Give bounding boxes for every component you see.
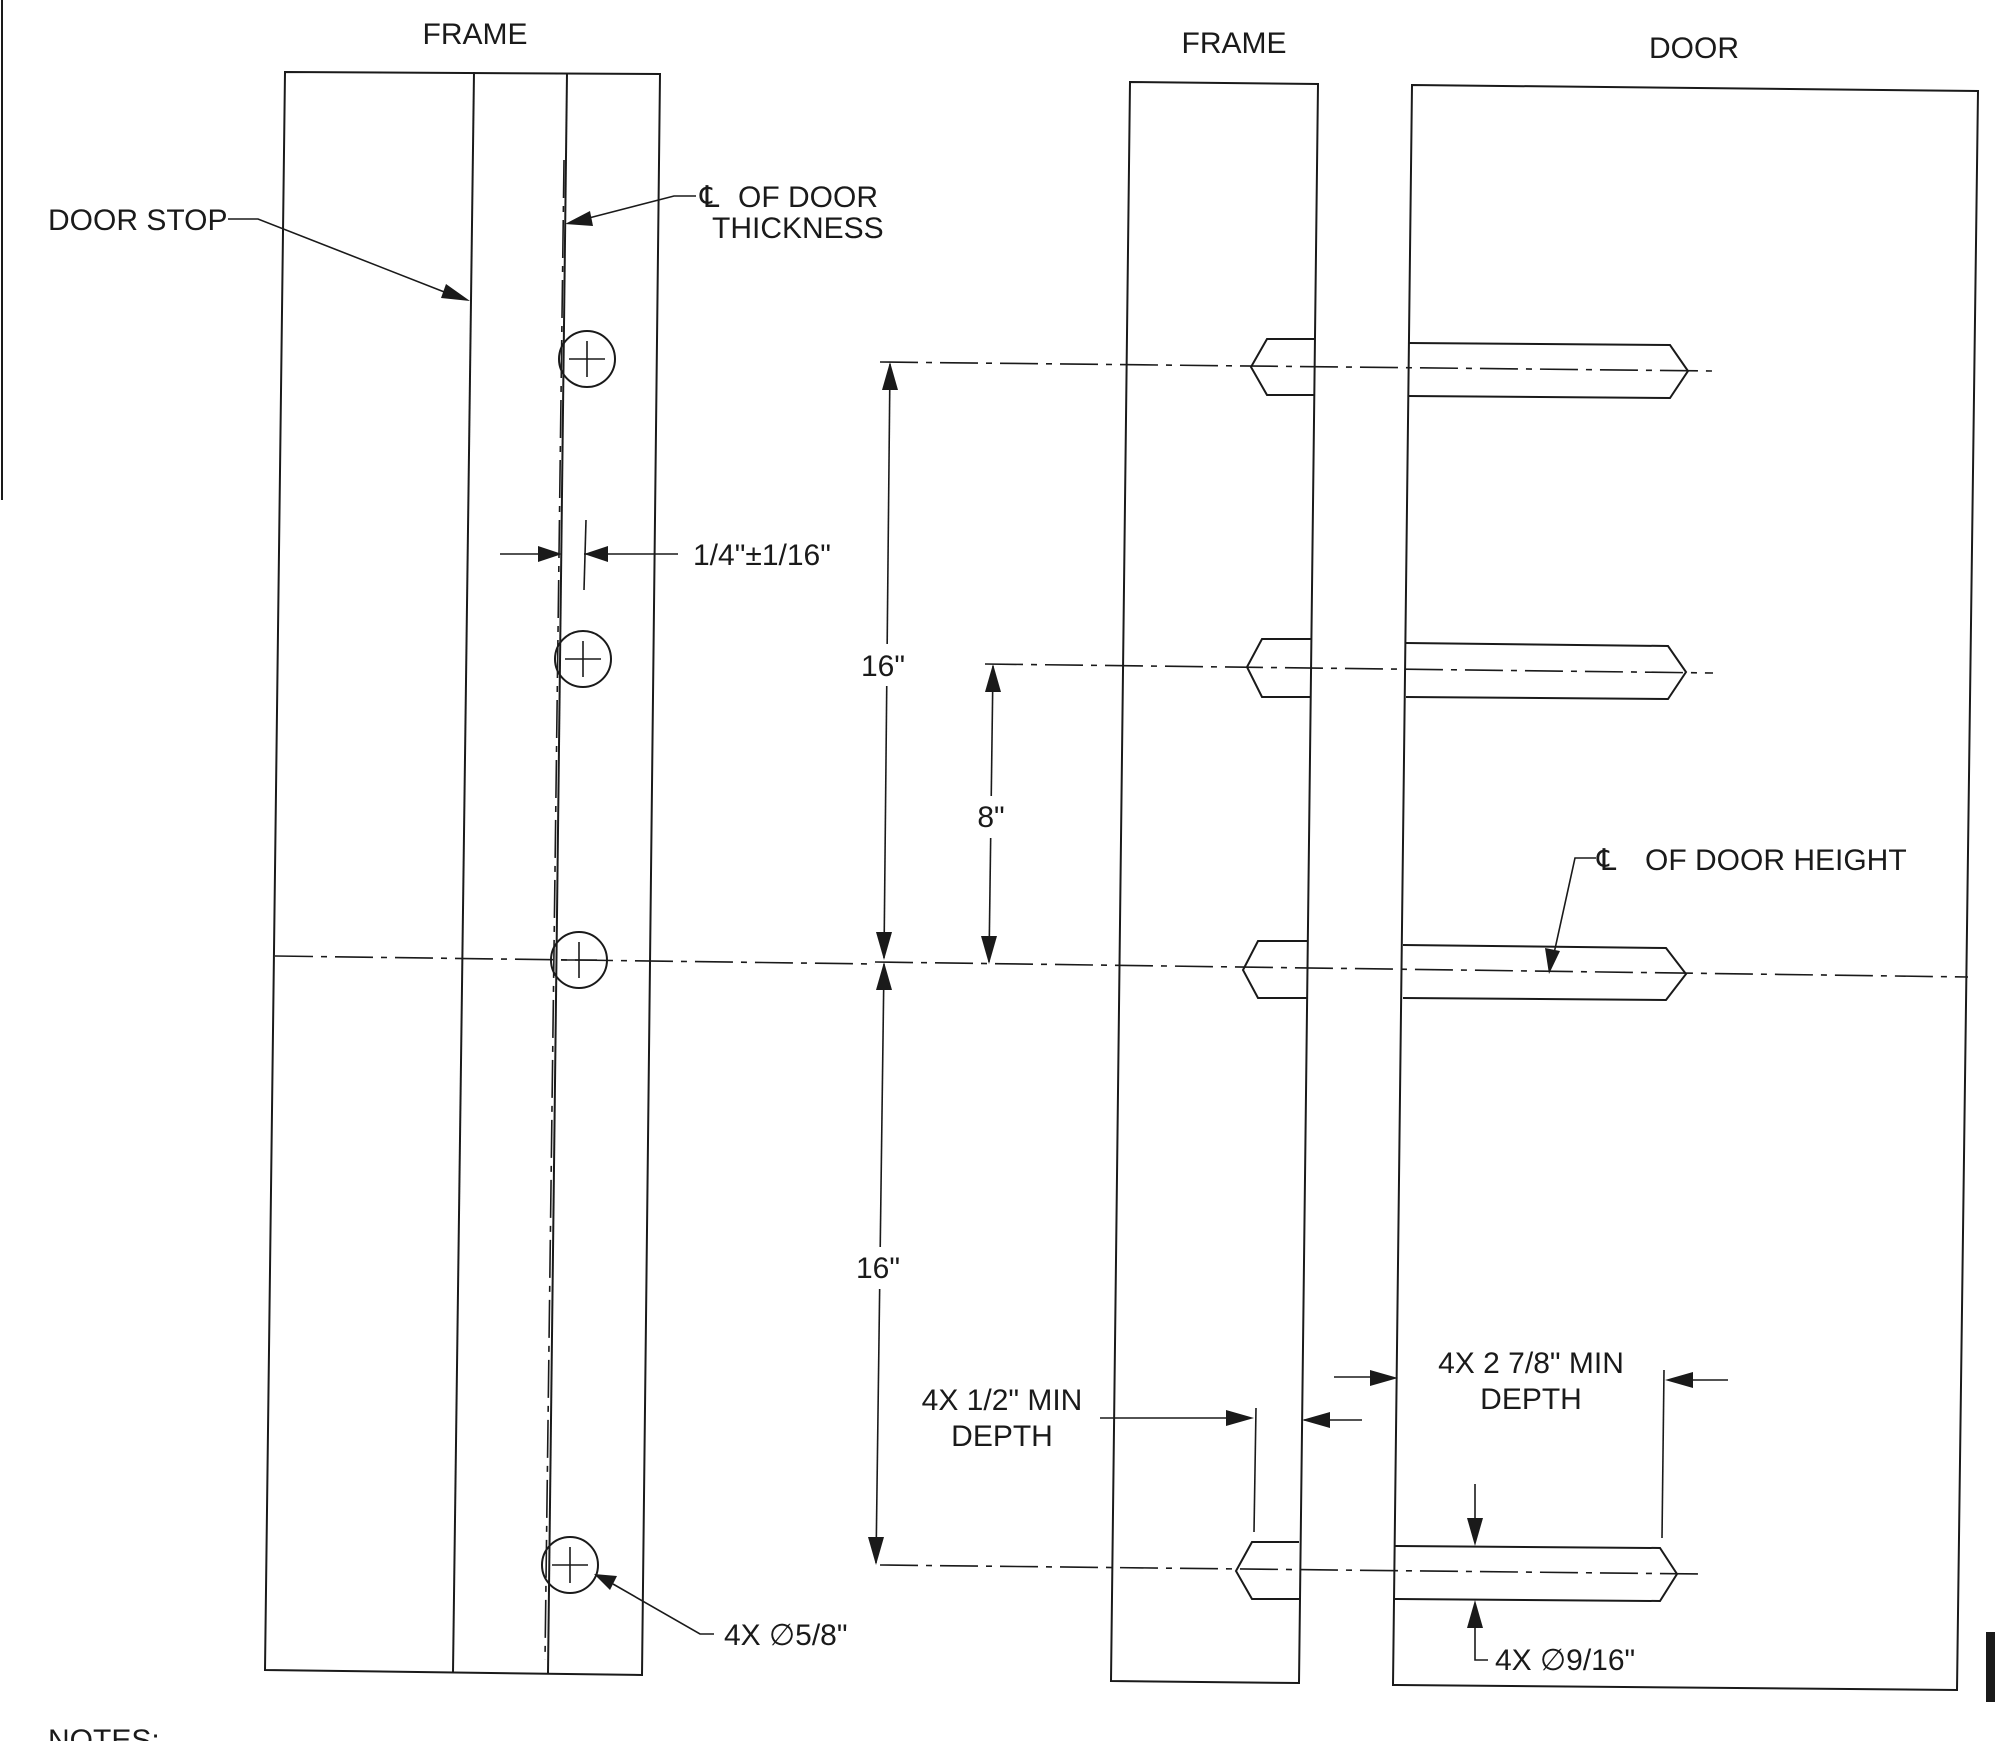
offset-dimension-text: 1/4"±1/16" xyxy=(693,539,831,572)
left-frame-title: FRAME xyxy=(423,18,528,51)
right-frame-door-view: FRAME DOOR xyxy=(848,27,1980,1692)
frame-hole-3 xyxy=(550,931,608,989)
page-border-right-mark xyxy=(1986,1632,1995,1702)
door-dia-lower-arrow xyxy=(1467,1600,1483,1628)
dim-8-arrow-bottom xyxy=(981,936,997,964)
door-stop-label: DOOR STOP xyxy=(48,204,227,237)
door-height-leader xyxy=(1552,857,1596,959)
frame-depth-line1: 4X 1/2" MIN xyxy=(922,1384,1083,1417)
door-outline xyxy=(1391,83,1980,1692)
cl-symbol: ℄ xyxy=(699,181,719,214)
frame-rear-line xyxy=(547,72,568,1674)
dim-8-gap xyxy=(965,796,1017,838)
door-height-arrowhead xyxy=(1545,948,1560,974)
door-depth-line1: 4X 2 7/8" MIN xyxy=(1438,1347,1624,1380)
cl-door-height-text: OF DOOR HEIGHT xyxy=(1645,844,1907,877)
door-thickness-leader xyxy=(584,195,696,220)
hole-centerline-2 xyxy=(984,663,1714,674)
hole-centerline-1 xyxy=(879,361,1714,372)
dim-lower-16-text: 16" xyxy=(856,1252,900,1285)
door-bore-3 xyxy=(1402,944,1688,1002)
door-hole-callout-text: 4X ∅9/16" xyxy=(1495,1644,1635,1677)
dim-lower-16-arrow-bottom xyxy=(868,1537,884,1565)
cl-door-thickness-line2: THICKNESS xyxy=(712,212,884,245)
door-stop-line xyxy=(452,71,475,1673)
dim-lower-16-arrow-top xyxy=(876,962,892,990)
right-frame-outline xyxy=(1109,80,1320,1685)
dim-8-text: 8" xyxy=(977,801,1004,834)
dim-lower-16-gap xyxy=(848,1247,908,1289)
hole-callout-leader xyxy=(612,1583,714,1635)
door-depth-extension xyxy=(1661,1369,1665,1539)
left-frame-view: FRAME DOO xyxy=(48,18,884,1677)
frame-bore-3 xyxy=(1241,940,1308,999)
door-stop-arrowhead xyxy=(441,284,470,301)
frame-hole-4 xyxy=(541,1536,599,1594)
frame-depth-extension xyxy=(1253,1407,1257,1533)
frame-depth-arrow-left xyxy=(1226,1410,1254,1426)
hole-centerline-4 xyxy=(879,1564,1701,1575)
hole-callout-arrowhead xyxy=(594,1574,617,1590)
door-thickness-centerline xyxy=(544,159,565,1661)
door-depth-arrow-right xyxy=(1665,1372,1693,1388)
door-thickness-cl-label: ℄ OF DOOR THICKNESS xyxy=(699,181,884,245)
dim-8-arrow-top xyxy=(985,664,1001,692)
offset-dim-left-arrow xyxy=(538,546,562,562)
dim-upper-16-arrow-bottom xyxy=(876,932,892,960)
notes-label: NOTES: xyxy=(48,1724,160,1741)
frame-depth-arrow-right xyxy=(1302,1412,1330,1428)
hole-centerline-3 xyxy=(874,961,1969,978)
offset-dim-right-arrow xyxy=(584,546,608,562)
frame-depth-line2: DEPTH xyxy=(951,1420,1053,1453)
cl-door-thickness-line1: OF DOOR xyxy=(738,181,878,214)
door-dia-upper-arrow xyxy=(1467,1518,1483,1546)
door-dia-lower-leader xyxy=(1474,1626,1488,1661)
dim-upper-16-arrow-top xyxy=(882,362,898,390)
door-stop-leader xyxy=(228,218,453,296)
door-depth-arrow-left xyxy=(1370,1370,1398,1386)
frame-hole-1 xyxy=(558,330,616,388)
frame-bore-4 xyxy=(1234,1541,1299,1600)
door-height-cl-label: ℄ OF DOOR HEIGHT xyxy=(1596,844,1907,877)
frame-hole-2 xyxy=(554,630,612,688)
frame-bore-1 xyxy=(1249,338,1314,396)
cl-height-symbol: ℄ xyxy=(1596,844,1616,877)
door-title: DOOR xyxy=(1649,32,1739,65)
door-thickness-arrowhead xyxy=(565,211,593,226)
door-depth-line2: DEPTH xyxy=(1480,1383,1582,1416)
door-bore-2 xyxy=(1405,642,1688,701)
offset-dim-extension xyxy=(583,519,587,591)
hole-callout-text: 4X ∅5/8" xyxy=(724,1619,848,1652)
right-frame-title: FRAME xyxy=(1182,27,1287,60)
left-frame-outline xyxy=(263,70,662,1677)
dim-upper-16-gap xyxy=(853,644,913,686)
dim-upper-16-text: 16" xyxy=(861,650,905,683)
